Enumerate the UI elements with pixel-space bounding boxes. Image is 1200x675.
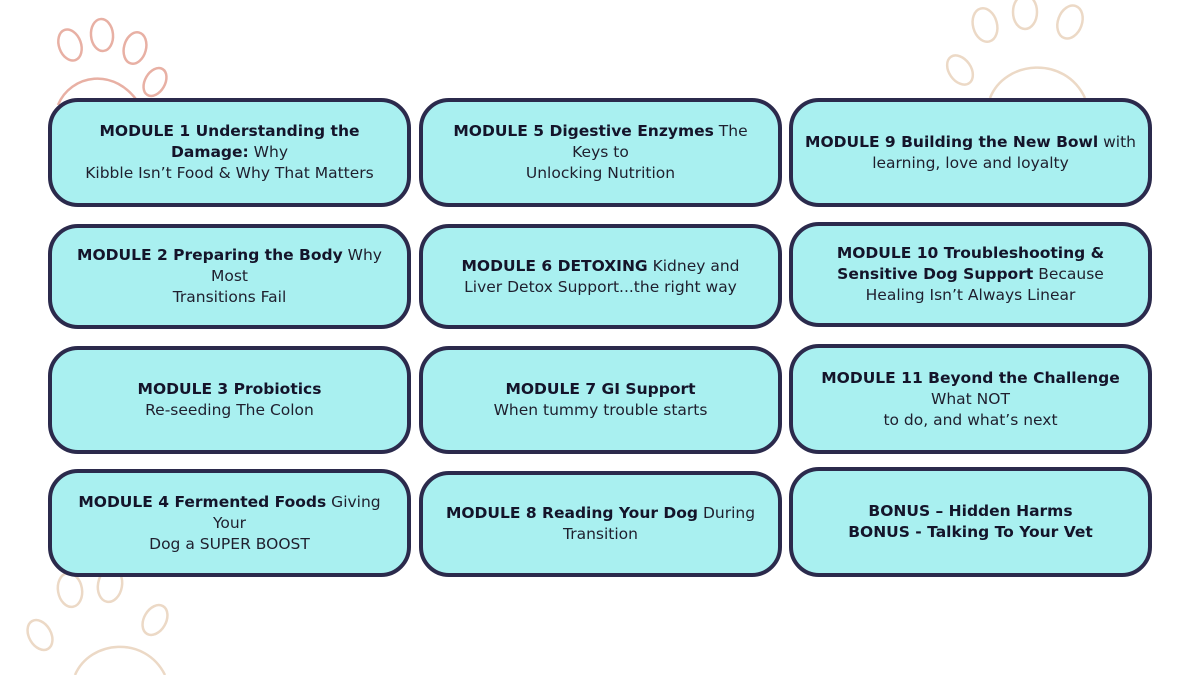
- card-line: MODULE 10 Troubleshooting &: [836, 244, 1105, 262]
- module-card-7[interactable]: MODULE 7 GI Support When tummy trouble s…: [419, 346, 782, 454]
- card-line: MODULE 8 Reading Your Dog During: [445, 504, 756, 522]
- card-line: Sensitive Dog Support Because: [837, 265, 1104, 283]
- card-line: Liver Detox Support...the right way: [464, 277, 737, 296]
- card-line: MODULE 2 Preparing the Body Why Most: [77, 246, 382, 285]
- module-card-4[interactable]: MODULE 4 Fermented Foods Giving Your Dog…: [48, 469, 411, 577]
- card-line: BONUS – Hidden Harms: [868, 502, 1073, 520]
- card-line: MODULE 1 Understanding the Damage: Why: [99, 122, 360, 161]
- module-card-8[interactable]: MODULE 8 Reading Your Dog During Transit…: [419, 471, 782, 577]
- module-card-1[interactable]: MODULE 1 Understanding the Damage: Why K…: [48, 98, 411, 207]
- module-card-9[interactable]: MODULE 9 Building the New Bowl with lear…: [789, 98, 1152, 207]
- card-line: Transitions Fail: [172, 288, 287, 306]
- card-line: MODULE 11 Beyond the Challenge What NOT: [821, 368, 1120, 408]
- card-line: MODULE 6 DETOXING Kidney and: [461, 256, 740, 275]
- bonus-card[interactable]: BONUS – Hidden Harms BONUS - Talking To …: [789, 467, 1152, 577]
- card-line: MODULE 5 Digestive Enzymes The Keys to: [453, 122, 748, 161]
- module-card-5[interactable]: MODULE 5 Digestive Enzymes The Keys to U…: [419, 98, 782, 207]
- card-line: Transition: [563, 525, 638, 543]
- card-line: MODULE 3 Probiotics: [137, 380, 322, 398]
- card-line: learning, love and loyalty: [872, 153, 1069, 172]
- card-line: to do, and what’s next: [883, 410, 1058, 429]
- module-card-6[interactable]: MODULE 6 DETOXING Kidney and Liver Detox…: [419, 224, 782, 329]
- card-line: Unlocking Nutrition: [525, 164, 676, 182]
- card-line: Kibble Isn’t Food & Why That Matters: [85, 164, 374, 182]
- module-card-2[interactable]: MODULE 2 Preparing the Body Why Most Tra…: [48, 224, 411, 329]
- card-line: Re-seeding The Colon: [145, 401, 314, 419]
- card-line: BONUS - Talking To Your Vet: [848, 523, 1093, 541]
- card-line: Dog a SUPER BOOST: [149, 534, 310, 553]
- card-line: MODULE 7 GI Support: [505, 380, 696, 398]
- card-line: MODULE 9 Building the New Bowl with: [805, 132, 1136, 151]
- module-card-11[interactable]: MODULE 11 Beyond the Challenge What NOT …: [789, 344, 1152, 454]
- card-line: MODULE 4 Fermented Foods Giving Your: [78, 492, 381, 532]
- module-card-10[interactable]: MODULE 10 Troubleshooting & Sensitive Do…: [789, 222, 1152, 327]
- module-card-3[interactable]: MODULE 3 Probiotics Re-seeding The Colon: [48, 346, 411, 454]
- card-line: Healing Isn’t Always Linear: [865, 286, 1076, 304]
- card-line: When tummy trouble starts: [493, 401, 708, 419]
